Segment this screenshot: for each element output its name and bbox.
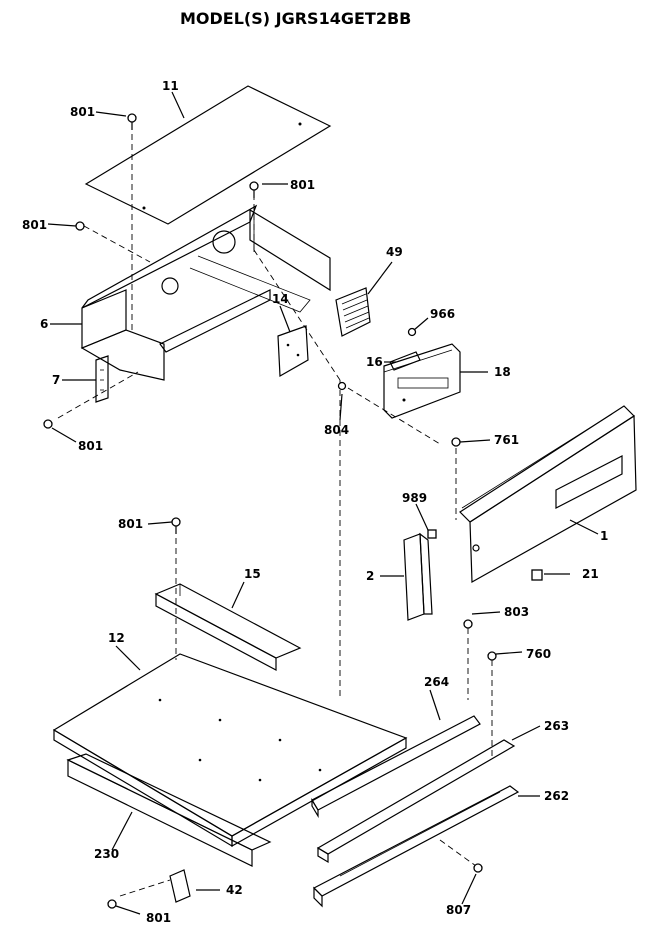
screw-760-icon: [487, 651, 497, 661]
label-18: 18: [494, 365, 511, 379]
screw-801-lower-left-icon: [43, 419, 53, 429]
label-801-mid: 801: [290, 178, 315, 192]
grille-49: [335, 287, 371, 337]
side-trim-2: [403, 532, 433, 621]
label-2: 2: [366, 569, 374, 583]
label-230: 230: [94, 847, 119, 861]
plate-14: [277, 325, 309, 378]
label-264: 264: [424, 675, 449, 689]
label-803: 803: [504, 605, 529, 619]
control-board-18: [383, 343, 461, 419]
assembly-lines: [57, 124, 493, 897]
label-42: 42: [226, 883, 243, 897]
screw-801-mid-icon: [249, 181, 259, 198]
bracket-16: [389, 351, 421, 371]
label-15: 15: [244, 567, 261, 581]
rail-15: [154, 583, 302, 671]
label-801-rail: 801: [118, 517, 143, 531]
screw-801-bottom-icon: [107, 899, 117, 909]
screw-761-icon: [451, 437, 461, 447]
top-cover-panel: [84, 85, 332, 225]
label-7: 7: [52, 373, 60, 387]
trim-264: [311, 715, 481, 819]
label-989: 989: [402, 491, 427, 505]
screw-801-bottom-rail-icon: [171, 517, 181, 534]
label-12: 12: [108, 631, 125, 645]
label-1: 1: [600, 529, 608, 543]
label-11: 11: [162, 79, 179, 93]
insulation-pad-230: [66, 753, 272, 867]
screw-803-icon: [463, 619, 473, 629]
label-801-lower-left: 801: [78, 439, 103, 453]
screw-801-top-icon: [127, 113, 137, 130]
model-title: MODEL(S) JGRS14GET2BB: [180, 9, 411, 28]
bottom-panel-12: [52, 653, 408, 848]
label-262: 262: [544, 789, 569, 803]
screw-801-left-icon: [75, 221, 85, 231]
label-6: 6: [40, 317, 48, 331]
clip-989-icon: [427, 529, 437, 539]
bracket-7: [95, 355, 109, 403]
label-21: 21: [582, 567, 599, 581]
label-760: 760: [526, 647, 551, 661]
label-807: 807: [446, 903, 471, 917]
screw-807-icon: [473, 863, 483, 873]
label-14: 14: [272, 292, 289, 306]
leader-lines: [47, 91, 599, 915]
trim-263: [316, 739, 516, 864]
part-labels: 11 801 801 801 6 7 801 14 49 966 16 18 8…: [22, 79, 608, 925]
label-966: 966: [430, 307, 455, 321]
label-801-top: 801: [70, 105, 95, 119]
label-263: 263: [544, 719, 569, 733]
nut-21-icon: [531, 569, 543, 581]
label-16: 16: [366, 355, 383, 369]
kick-panel-262: [312, 785, 520, 908]
back-housing: [80, 204, 331, 381]
control-panel-1: [459, 405, 637, 584]
label-761: 761: [494, 433, 519, 447]
screw-966-icon: [407, 327, 417, 337]
screw-804-icon: [337, 381, 347, 391]
label-49: 49: [386, 245, 403, 259]
bracket-42: [169, 869, 191, 903]
label-801-bottom: 801: [146, 911, 171, 925]
label-804: 804: [324, 423, 349, 437]
label-801-left: 801: [22, 218, 47, 232]
